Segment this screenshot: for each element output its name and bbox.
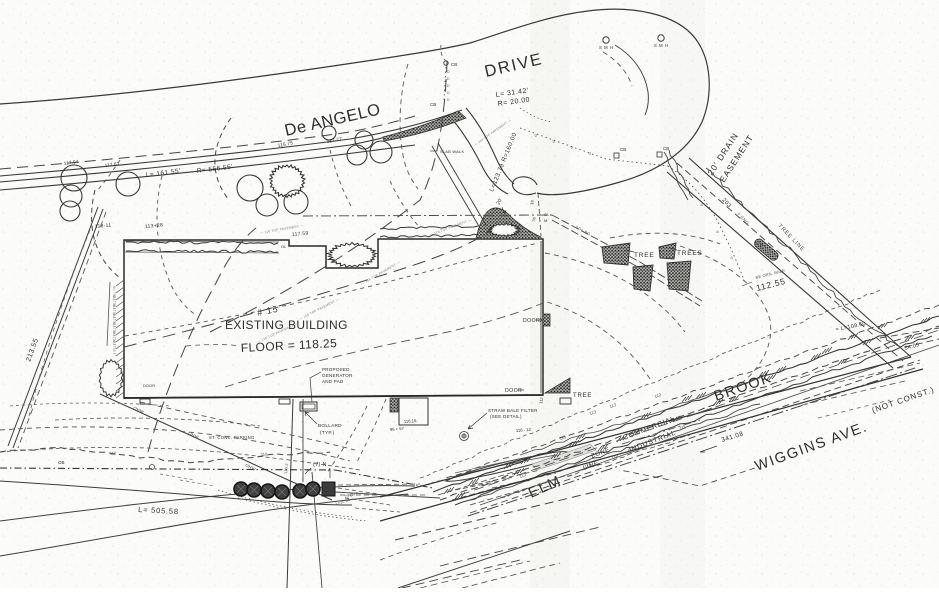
svg-text:CB: CB <box>620 147 626 152</box>
svg-text:SU 700 1ʺ: SU 700 1ʺ <box>112 322 117 338</box>
svg-text:116: 116 <box>110 450 118 456</box>
svg-text:L= 31.42': L= 31.42' <box>495 87 529 99</box>
svg-text:BOLLARD: BOLLARD <box>318 423 342 429</box>
svg-text:112: 112 <box>627 446 636 453</box>
svg-text:ST. CONC. PARKING: ST. CONC. PARKING <box>209 435 255 440</box>
svg-text:D: D <box>729 256 734 261</box>
svg-text:117.59: 117.59 <box>292 231 309 238</box>
svg-text:OHW: OHW <box>245 462 257 472</box>
svg-text:TREE: TREE <box>634 252 655 259</box>
svg-text:113: 113 <box>609 402 618 409</box>
svg-text:AND PAD: AND PAD <box>322 379 344 384</box>
svg-text:111: 111 <box>679 424 687 431</box>
svg-text:C.B.: C.B. <box>755 240 764 249</box>
svg-text:DOOR: DOOR <box>505 388 522 394</box>
svg-text:116 - 12: 116 - 12 <box>516 427 532 433</box>
svg-text:116: 116 <box>261 451 269 457</box>
svg-text:OHW: OHW <box>133 405 145 414</box>
svg-text:D: D <box>552 139 556 144</box>
svg-text:116.2: 116.2 <box>283 462 289 474</box>
svg-text:S M H: S M H <box>654 43 669 48</box>
svg-text:DOOR: DOOR <box>143 384 155 388</box>
svg-text:SU 700 1ʺ: SU 700 1ʺ <box>112 295 117 311</box>
svg-text:SU 700 1ʺ: SU 700 1ʺ <box>112 340 117 356</box>
svg-text:OL: OL <box>281 244 287 249</box>
svg-text:SU 700 1ʺ: SU 700 1ʺ <box>112 313 117 329</box>
svg-text:TREES: TREES <box>677 250 703 257</box>
svg-text:117.94: 117.94 <box>63 159 79 166</box>
svg-text:118-11: 118-11 <box>95 223 112 230</box>
svg-text:CB: CB <box>430 102 436 107</box>
svg-text:PROPOSED: PROPOSED <box>322 367 350 372</box>
svg-text:D: D <box>447 84 450 88</box>
svg-text:113: 113 <box>519 472 528 479</box>
svg-text:D: D <box>447 70 450 74</box>
svg-text:D: D <box>570 145 574 150</box>
svg-text:CB: CB <box>663 146 669 151</box>
svg-text:R= 566.55': R= 566.55' <box>196 164 233 175</box>
svg-text:D: D <box>715 230 720 235</box>
svg-text:(7) N: (7) N <box>313 462 327 468</box>
svg-text:TREE: TREE <box>573 393 592 399</box>
svg-text:SU 700 1ʺ: SU 700 1ʺ <box>112 304 117 320</box>
svg-text:STRAW BALE FILTER: STRAW BALE FILTER <box>488 408 538 413</box>
svg-text:SU 700 1ʺ: SU 700 1ʺ <box>112 331 117 347</box>
svg-text:SLAB WALK: SLAB WALK <box>440 149 464 154</box>
svg-text:20': 20' <box>496 197 504 206</box>
svg-text:D: D <box>699 203 704 208</box>
svg-text:110: 110 <box>611 453 620 460</box>
svg-text:(TYP.): (TYP.) <box>320 430 335 436</box>
svg-text:OL: OL <box>544 212 550 217</box>
svg-text:≈ L=109.60: ≈ L=109.60 <box>835 321 866 333</box>
svg-text:117.77: 117.77 <box>326 136 342 145</box>
svg-text:R= 20.00: R= 20.00 <box>497 97 530 108</box>
svg-text:D: D <box>534 133 538 138</box>
svg-text:OB: OB <box>58 460 65 465</box>
svg-text:115: 115 <box>559 434 568 441</box>
svg-text:(SEE DETAIL): (SEE DETAIL) <box>490 414 522 419</box>
svg-text:# 15: # 15 <box>256 304 279 318</box>
svg-text:EXISTING BUILDING: EXISTING BUILDING <box>225 318 348 332</box>
svg-text:— 118 TOP PAVEMENT —: — 118 TOP PAVEMENT — <box>259 223 304 235</box>
svg-text:D: D <box>447 91 450 95</box>
svg-text:L=10 94: L=10 94 <box>335 497 351 506</box>
svg-text:117.61: 117.61 <box>104 161 120 168</box>
svg-text:L= 505.58: L= 505.58 <box>138 505 179 516</box>
svg-text:GENERATOR: GENERATOR <box>322 373 353 378</box>
svg-text:FLOOR = 118.25: FLOOR = 118.25 <box>240 336 337 355</box>
svg-text:S M H: S M H <box>599 45 614 50</box>
svg-text:L= 161.55': L= 161.55' <box>145 168 181 179</box>
svg-text:OHW: OHW <box>188 430 200 440</box>
svg-text:18: 18 <box>529 199 535 205</box>
svg-text:116.15: 116.15 <box>404 418 418 424</box>
svg-text:D: D <box>447 77 450 81</box>
svg-text:113+28: 113+28 <box>145 222 164 230</box>
svg-text:SU 700 1ʺ: SU 700 1ʺ <box>112 286 117 302</box>
svg-text:D: D <box>447 98 450 102</box>
svg-text:54.05: 54.05 <box>904 342 920 352</box>
svg-text:115.75: 115.75 <box>277 140 293 149</box>
svg-text:203: 203 <box>721 197 733 209</box>
svg-text:96 + 57: 96 + 57 <box>390 426 405 432</box>
svg-text:113: 113 <box>584 462 593 469</box>
svg-text:D: D <box>588 151 592 156</box>
svg-text:76: 76 <box>531 216 537 222</box>
svg-text:112: 112 <box>538 396 544 404</box>
svg-text:113: 113 <box>589 409 598 416</box>
svg-text:112: 112 <box>654 392 663 399</box>
svg-text:M: M <box>544 218 547 223</box>
svg-text:CB: CB <box>451 62 457 67</box>
svg-text:DOOR: DOOR <box>523 318 540 324</box>
